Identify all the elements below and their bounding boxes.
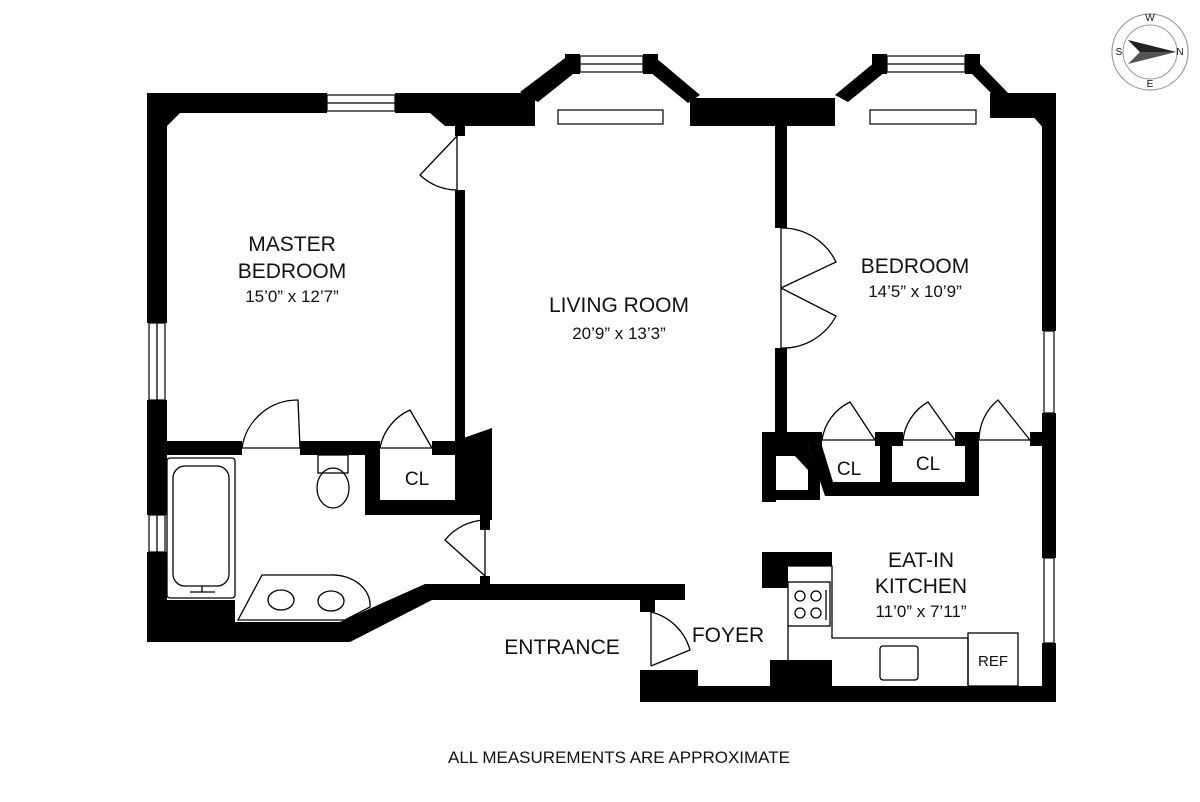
- room-labels: MASTER BEDROOM 15’0” x 12’7” LIVING ROOM…: [238, 233, 1008, 670]
- master-bedroom-label-1: MASTER: [248, 233, 336, 256]
- bathtub: [166, 457, 236, 599]
- compass-rose: W N S E: [1111, 13, 1189, 91]
- kitchen-label-2: KITCHEN: [875, 575, 967, 598]
- walls: [147, 54, 1056, 702]
- living-room-label: LIVING ROOM: [549, 294, 689, 317]
- toilet: [317, 454, 349, 474]
- compass-n: N: [1176, 47, 1183, 58]
- bedroom-label: BEDROOM: [861, 255, 970, 278]
- foyer-label: FOYER: [692, 624, 764, 647]
- doors: [241, 135, 1031, 667]
- master-bedroom-dim: 15’0” x 12’7”: [245, 287, 339, 306]
- windows: [148, 55, 1055, 644]
- vanity: [236, 574, 371, 621]
- living-room-dim: 20’9” x 13’3”: [572, 324, 666, 343]
- closet-label-bedroom-2: CL: [916, 454, 940, 475]
- kitchen-dim: 11’0” x 7’11”: [875, 602, 966, 621]
- master-bedroom-label-2: BEDROOM: [238, 260, 347, 283]
- footer-note: ALL MEASUREMENTS ARE APPROXIMATE: [448, 748, 790, 767]
- closet-label-master: CL: [405, 469, 429, 490]
- compass-e: E: [1147, 79, 1154, 90]
- ref-label: REF: [978, 653, 1008, 670]
- compass-w: W: [1145, 13, 1155, 24]
- entrance-label: ENTRANCE: [504, 636, 620, 659]
- closet-label-bedroom-1: CL: [837, 459, 861, 480]
- bedroom-dim: 14’5” x 10’9”: [868, 282, 962, 301]
- refrigerator: [967, 632, 1019, 687]
- fixtures: [166, 454, 1019, 687]
- kitchen-label-1: EAT-IN: [888, 549, 954, 572]
- compass-s: S: [1116, 47, 1123, 58]
- kitchen-sink: [879, 645, 919, 681]
- stove: [787, 581, 831, 627]
